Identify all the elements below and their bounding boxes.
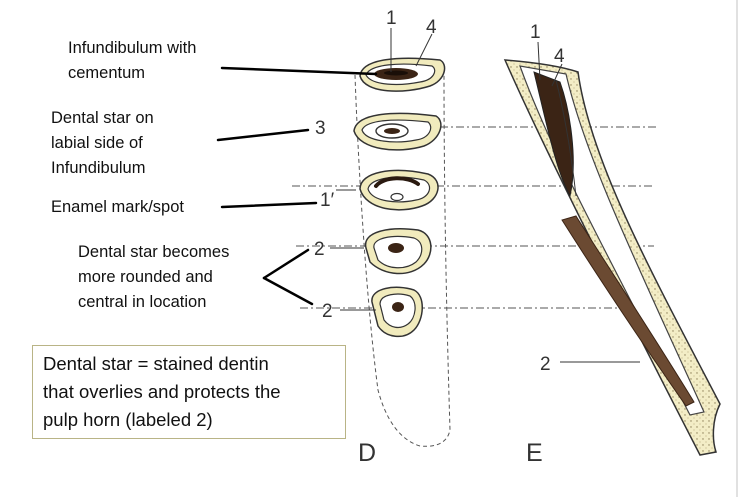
connector-rounded-b xyxy=(262,276,314,306)
annotation-connectors xyxy=(216,66,378,306)
panel-label-e: E xyxy=(526,439,543,467)
label-e-4: 4 xyxy=(554,46,565,67)
note-text: Dental star = stained dentin that overli… xyxy=(43,353,281,430)
panel-label-d: D xyxy=(358,439,376,467)
label-d-1: 1 xyxy=(386,8,397,29)
cross-section-2 xyxy=(353,112,442,151)
figure-d-leaders xyxy=(330,28,433,311)
cross-section-1 xyxy=(359,57,446,92)
tooth-e xyxy=(503,59,721,456)
connector-dental-star-labial xyxy=(216,128,310,142)
cross-section-3 xyxy=(359,169,439,211)
connector-rounded-a xyxy=(262,248,310,280)
label-d-1prime: 1′ xyxy=(320,190,335,211)
annotation-dental-star-rounded: Dental star becomes more rounded and cen… xyxy=(78,243,230,311)
note-box: Dental star = stained dentin that overli… xyxy=(32,345,346,439)
annotation-dental-star-labial: Dental star on labial side of Infundibul… xyxy=(51,109,154,177)
figure-e-leaders xyxy=(537,41,640,363)
label-d-2a: 2 xyxy=(314,239,325,260)
label-d-4: 4 xyxy=(426,17,437,38)
label-d-2b: 2 xyxy=(322,301,333,322)
label-e-2: 2 xyxy=(540,354,551,375)
figure-d-labels: 1 4 3 1′ 2 2 xyxy=(314,8,437,322)
label-e-1: 1 xyxy=(530,22,541,43)
cross-section-4 xyxy=(364,228,432,275)
figure-e-labels: 1 4 2 xyxy=(530,22,565,375)
label-d-3: 3 xyxy=(315,118,326,139)
cross-section-5 xyxy=(371,286,423,338)
annotation-enamel-mark: Enamel mark/spot xyxy=(51,198,184,216)
annotation-infundibulum: Infundibulum with cementum xyxy=(68,39,197,82)
connector-enamel-mark xyxy=(220,201,318,209)
tooth-d-outline xyxy=(354,74,451,447)
connector-infundibulum xyxy=(220,66,378,76)
